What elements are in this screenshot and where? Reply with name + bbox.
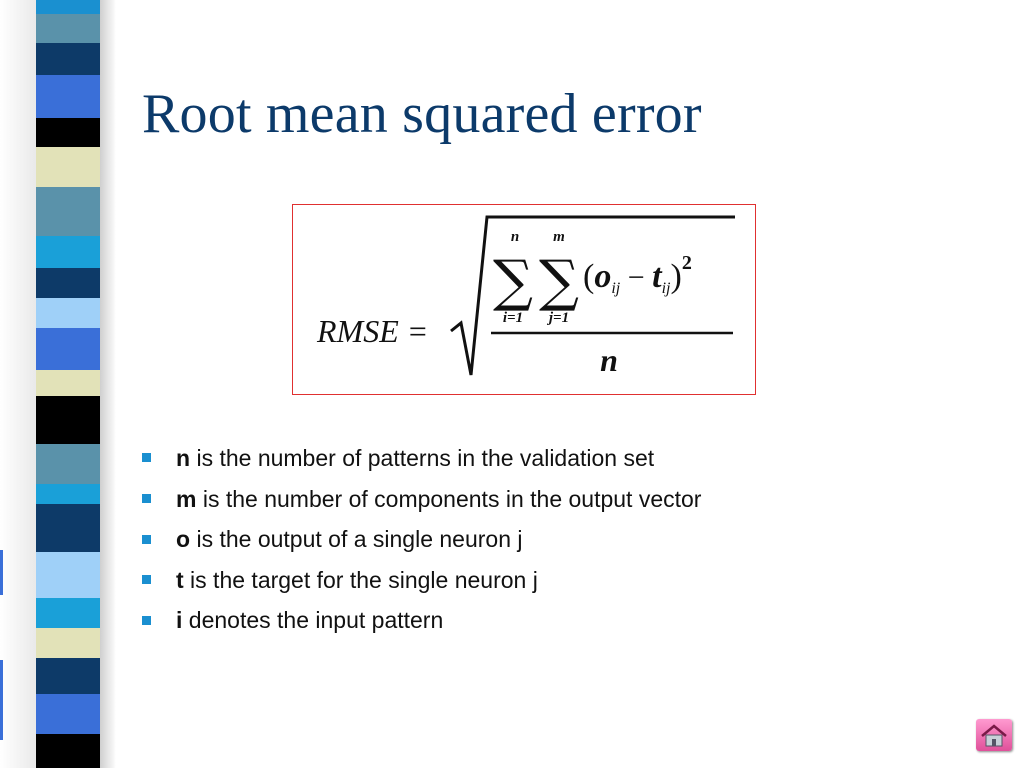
banner-stripe	[36, 396, 100, 444]
variable-name: t	[176, 566, 184, 593]
definitions-list: n is the number of patterns in the valid…	[142, 440, 701, 643]
banner-stripe	[36, 43, 100, 75]
banner-stripe	[36, 628, 100, 658]
list-item: m is the number of components in the out…	[142, 481, 701, 522]
list-item: o is the output of a single neuron j	[142, 521, 701, 562]
banner-stripe	[36, 14, 100, 43]
variable-name: m	[176, 485, 197, 512]
banner-stripe	[36, 147, 100, 187]
variable-name: i	[176, 607, 183, 634]
variable-name: o	[176, 526, 191, 553]
square-bullet-icon	[142, 575, 151, 585]
banner-stripe	[36, 187, 100, 236]
variable-description: is the number of patterns in the validat…	[190, 445, 655, 471]
variable-description: is the output of a single neuron j	[190, 526, 523, 553]
banner-stripe	[36, 504, 100, 552]
banner-stripe	[36, 328, 100, 370]
banner-stripe	[36, 118, 100, 147]
banner-shadow	[100, 0, 116, 768]
variable-description: is the number of components in the outpu…	[196, 485, 702, 512]
formula-lhs: RMSE =	[316, 313, 428, 349]
banner-stripe	[36, 694, 100, 734]
edge-accent	[0, 660, 3, 740]
list-item: t is the target for the single neuron j	[142, 562, 701, 603]
variable-description: denotes the input pattern	[182, 607, 444, 634]
banner-edge-shadow	[0, 0, 38, 768]
formula-denominator: n	[600, 342, 618, 378]
banner-stripe	[36, 236, 100, 268]
banner-stripe	[36, 298, 100, 328]
sum-i-lower: i=1	[503, 310, 523, 326]
home-icon	[981, 724, 1007, 747]
rmse-formula: RMSE = n ∑ i=1 m ∑ j=1 (oij − tij)2 n	[292, 204, 756, 395]
banner-stripe	[36, 444, 100, 484]
slide-title: Root mean squared error	[142, 83, 702, 145]
edge-accent	[0, 550, 3, 595]
banner-stripe	[36, 658, 100, 694]
square-bullet-icon	[142, 534, 151, 544]
sum-i-upper: n	[511, 229, 519, 245]
variable-name: n	[176, 445, 191, 471]
list-item: i denotes the input pattern	[142, 602, 701, 643]
banner-stripe	[36, 484, 100, 504]
sigma-icon: ∑	[493, 249, 533, 314]
decorative-banner	[36, 0, 100, 768]
banner-stripe	[36, 370, 100, 396]
banner-stripe	[36, 75, 100, 118]
formula-svg: RMSE = n ∑ i=1 m ∑ j=1 (oij − tij)2 n	[316, 215, 735, 378]
banner-stripe	[36, 552, 100, 598]
variable-description: is the target for the single neuron j	[183, 566, 538, 593]
radical-sign	[450, 215, 735, 376]
banner-stripe	[36, 734, 100, 768]
square-bullet-icon	[142, 615, 151, 625]
banner-stripe	[36, 268, 100, 298]
square-bullet-icon	[142, 494, 151, 504]
square-bullet-icon	[142, 453, 151, 463]
sum-j-lower: j=1	[547, 310, 569, 326]
banner-stripe	[36, 598, 100, 628]
sigma-icon: ∑	[539, 249, 579, 314]
list-item: n is the number of patterns in the valid…	[142, 440, 701, 481]
sum-j-upper: m	[553, 229, 565, 245]
home-button[interactable]	[976, 719, 1012, 751]
summand: (oij − tij)2	[583, 252, 692, 297]
banner-stripe	[36, 0, 100, 14]
